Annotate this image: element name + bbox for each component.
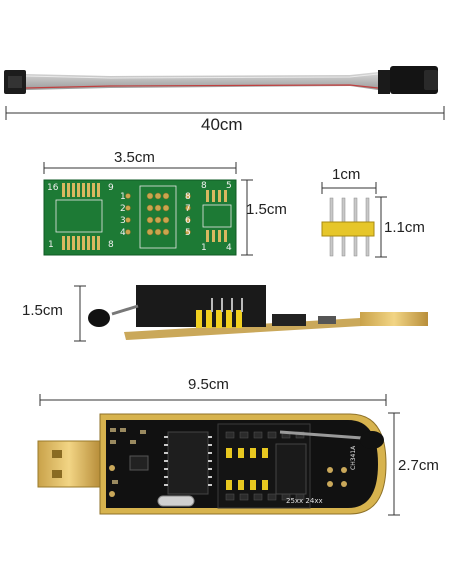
crystal-oscillator [157,495,195,507]
svg-text:3: 3 [120,216,126,226]
svg-text:9: 9 [108,183,114,193]
svg-text:6: 6 [185,216,191,226]
pin-header [321,197,375,257]
board-model-label: CH341A [350,445,357,470]
svg-text:2: 2 [120,204,126,214]
svg-text:4: 4 [120,228,126,238]
programmer-top-dimension-lines [39,394,400,516]
zif-lever-top [279,430,363,440]
pin-header-dimension-lines [321,182,387,258]
adapter-width-label: 3.5cm [114,149,155,166]
svg-text:7: 7 [185,204,191,214]
svg-text:1: 1 [120,192,126,202]
adapter-height-label: 1.5cm [246,201,287,218]
svg-text:8: 8 [185,192,191,202]
programmer-width-label: 9.5cm [188,376,229,393]
cable-length-label: 40cm [201,115,243,134]
lever-knob-side [88,309,110,327]
zif-lever-side [111,304,139,316]
usb-plug-side [360,312,428,326]
pin-header-width-label: 1cm [332,166,361,183]
usb-plug-top [37,440,101,488]
programmer-height-label: 2.7cm [398,457,439,474]
programmer-top-view [37,413,387,515]
lever-knob-top [360,431,384,449]
svg-text:8: 8 [108,240,114,250]
svg-text:5: 5 [226,181,232,191]
adapter-board-dimension-lines [43,162,253,256]
svg-text:1: 1 [201,243,207,253]
svg-text:4: 4 [226,243,232,253]
ribbon-cable [4,66,438,94]
svg-text:1: 1 [48,240,54,250]
side-height-label: 1.5cm [22,302,63,319]
svg-text:8: 8 [201,181,207,191]
svg-text:5: 5 [185,228,191,238]
svg-text:16: 16 [47,183,59,193]
chip-series-label: 25xx 24xx [286,497,323,505]
cable-dimension-line [5,106,445,120]
pin-header-height-label: 1.1cm [384,219,425,236]
programmer-side-view [88,285,428,340]
adapter-board: 16 9 1 8 8 5 1 4 1 2 3 4 5 6 7 8 [43,179,237,256]
